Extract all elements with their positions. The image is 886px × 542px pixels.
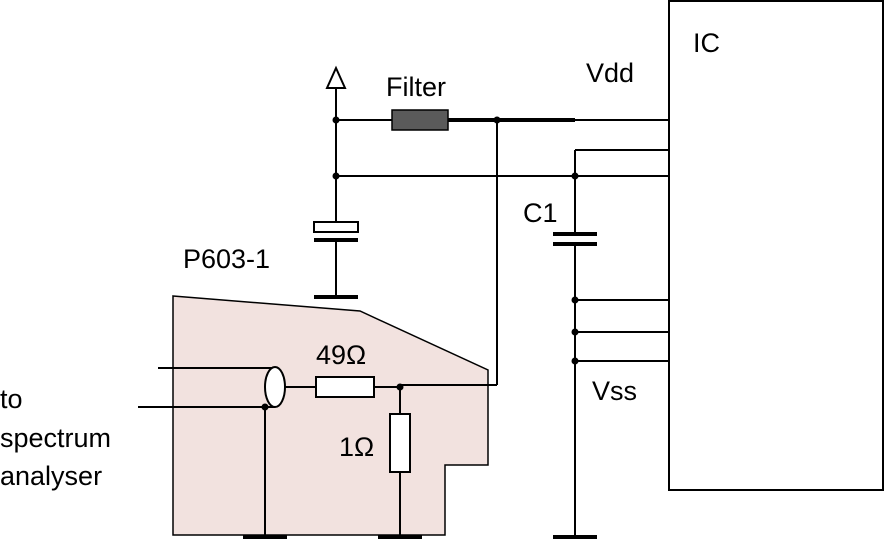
label-to-line2: spectrum xyxy=(0,423,111,453)
junction-dot xyxy=(396,383,404,391)
junction-dot xyxy=(571,296,579,304)
junction-dot xyxy=(493,116,501,124)
label-p603: P603-1 xyxy=(183,244,270,274)
label-r49: 49Ω xyxy=(316,340,366,370)
junction-dot xyxy=(571,172,579,180)
probe-body xyxy=(172,295,489,536)
p603-capacitor-top xyxy=(313,221,359,233)
label-vss: Vss xyxy=(592,376,637,406)
vdd-supply-symbol xyxy=(325,65,347,89)
junction-dot xyxy=(571,328,579,336)
label-vdd: Vdd xyxy=(586,58,634,88)
resistor-1 xyxy=(389,413,411,473)
junction-dot xyxy=(261,403,269,411)
junction-dot xyxy=(332,172,340,180)
label-c1: C1 xyxy=(523,198,558,228)
label-r1: 1Ω xyxy=(339,432,374,462)
filter-component xyxy=(391,109,449,131)
label-ic: IC xyxy=(693,28,720,58)
label-filter: Filter xyxy=(386,72,446,102)
label-to-line1: to xyxy=(0,384,23,414)
ic-box xyxy=(668,0,884,491)
coax-connector xyxy=(264,366,286,408)
junction-dot xyxy=(571,357,579,365)
label-to-line3: analyser xyxy=(0,461,102,491)
resistor-49 xyxy=(315,376,375,398)
junction-dot xyxy=(332,116,340,124)
